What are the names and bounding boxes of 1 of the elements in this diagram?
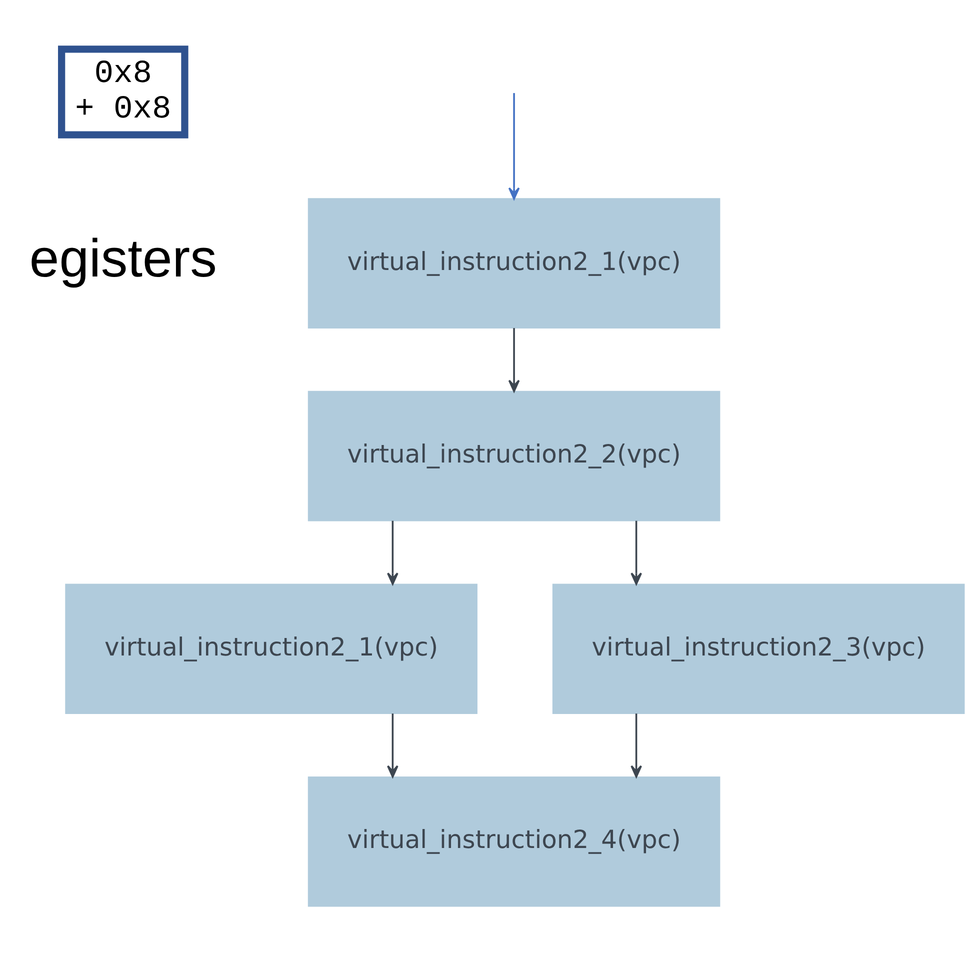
label: egisters (29, 230, 217, 289)
